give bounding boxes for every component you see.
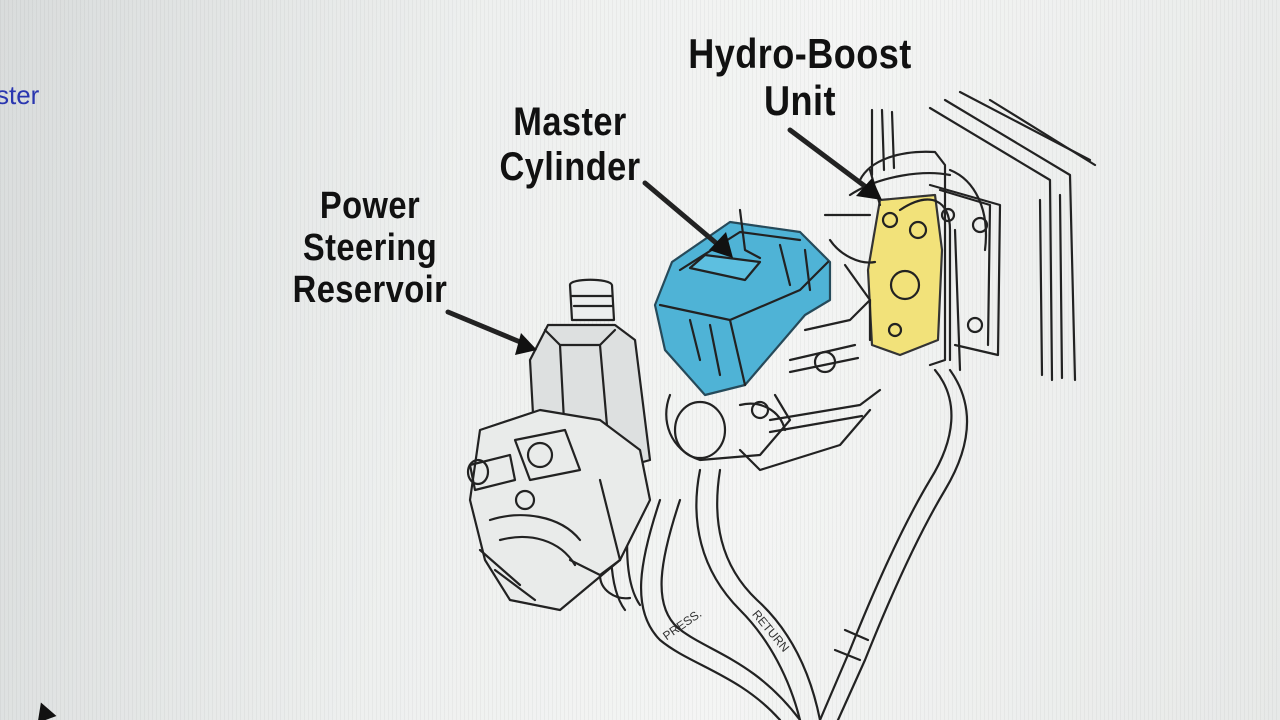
power-steering-pump <box>466 408 652 612</box>
master-cylinder <box>653 208 832 397</box>
power-steering-label-line1: Power <box>319 185 421 227</box>
hydro-boost-label-line2: Unit <box>764 77 836 125</box>
power-steering-label-line2: Steering <box>302 226 438 269</box>
booster-mount-plate <box>928 168 1002 357</box>
master-cylinder-label: Master Cylinder <box>484 100 656 190</box>
master-cylinder-label-line1: Master <box>513 100 627 144</box>
master-cylinder-body <box>665 298 872 462</box>
hydro-boost-unit <box>823 150 952 367</box>
partial-link[interactable]: ster <box>0 80 40 110</box>
brake-lines <box>738 198 962 472</box>
hydro-boost-label: Hydro-Boost Unit <box>662 30 937 124</box>
master-cylinder-label-line2: Cylinder <box>499 144 641 189</box>
power-steering-label: Power Steering Reservoir <box>284 185 456 311</box>
callout-arrows <box>445 127 873 347</box>
hydro-boost-label-line1: Hydro-Boost <box>688 30 912 77</box>
arrowheads <box>515 178 882 355</box>
power-steering-label-line3: Reservoir <box>292 268 448 311</box>
